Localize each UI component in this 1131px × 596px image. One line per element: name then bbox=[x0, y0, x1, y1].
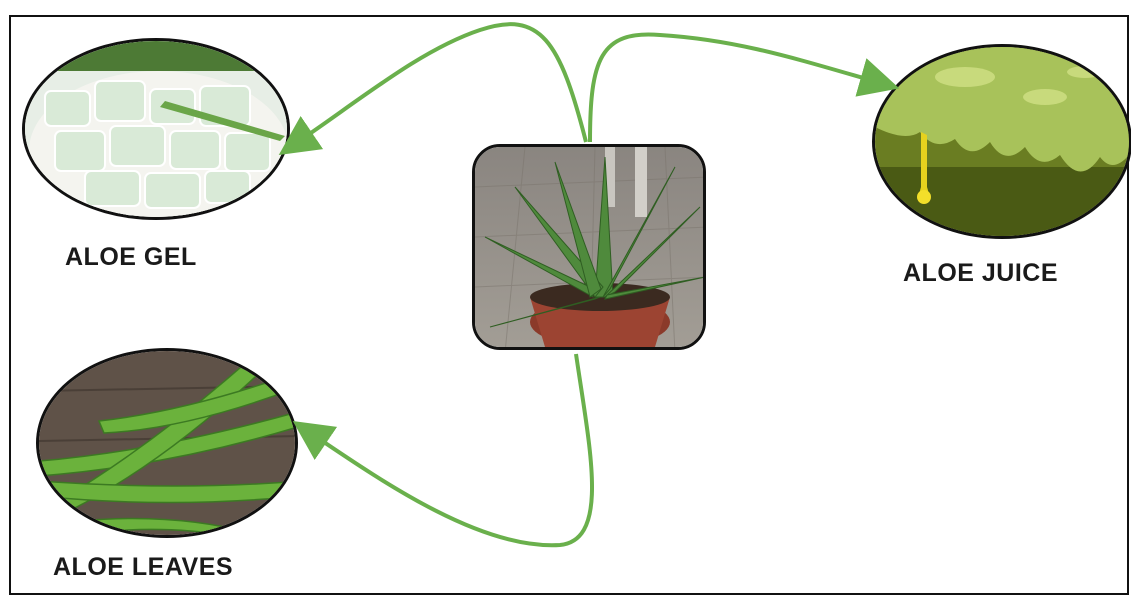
arrow-to-aloe-juice bbox=[590, 34, 884, 142]
arrow-to-aloe-gel bbox=[292, 24, 586, 146]
arrow-to-aloe-leaves bbox=[306, 354, 592, 545]
